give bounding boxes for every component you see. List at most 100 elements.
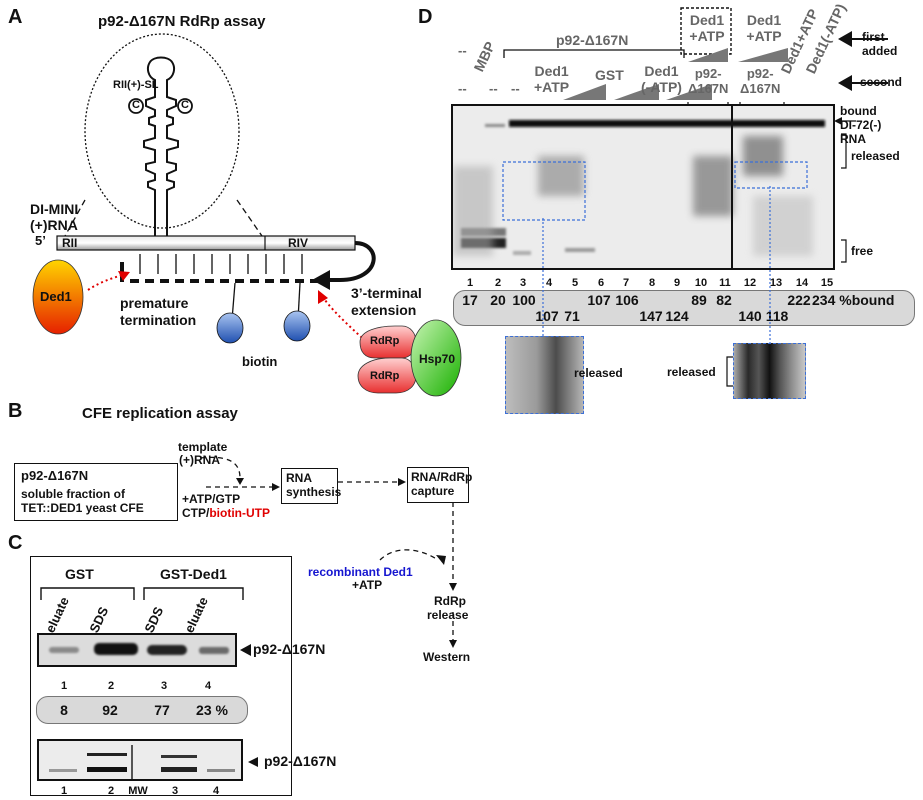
band2-lane3-b xyxy=(161,767,197,772)
capture-line2: capture xyxy=(411,484,455,498)
panel-c-frame xyxy=(30,556,292,796)
zoom-left xyxy=(505,336,584,414)
d-pct-top-7: 82 xyxy=(716,292,732,308)
c2-lane-num-2: 2 xyxy=(107,785,115,797)
d-p92-label: p92-Δ167N xyxy=(556,32,629,48)
rna-gel-bands xyxy=(453,106,825,268)
rna-gel xyxy=(451,104,835,270)
d-ded1minus: Ded1 (-ATP) xyxy=(641,63,682,95)
band2-lane4 xyxy=(207,769,235,772)
band-lane1 xyxy=(49,647,79,653)
biotin-label: biotin xyxy=(242,354,278,369)
atp-label: +ATP xyxy=(352,578,383,592)
d-p92-second-b-1: p92- xyxy=(746,66,774,81)
c-lane-num-1: 1 xyxy=(60,680,68,692)
c2-lane-num-mw: MW xyxy=(128,785,148,797)
d-dash-first: -- xyxy=(458,43,467,58)
biotin-left xyxy=(216,312,244,344)
d-ded1atp-box: Ded1 +ATP xyxy=(684,12,730,44)
band2-lane2-a xyxy=(87,753,127,756)
d-pct-bottom-2: 71 xyxy=(564,308,580,324)
d-pct-top-4: 107 xyxy=(587,292,611,308)
d-second-dash-2: -- xyxy=(489,81,498,96)
d-lane-12: 12 xyxy=(743,277,757,289)
d-pct-top-6: 89 xyxy=(691,292,707,308)
synthesis-line1: RNA xyxy=(286,471,312,485)
d-pct-top-1: 17 xyxy=(462,292,478,308)
d-ded1minus-2: (-ATP) xyxy=(641,79,682,95)
synthesis-box: RNA synthesis xyxy=(281,468,342,504)
western-label: Western xyxy=(423,650,471,664)
d-ded1atp-box-1: Ded1 xyxy=(689,12,725,28)
release-label-1: RdRp xyxy=(434,594,466,608)
d-bound-3: RNA xyxy=(840,132,866,146)
d-pct-bottom-4: 124 xyxy=(665,308,689,324)
panel-c-letter: C xyxy=(8,532,23,554)
d-lane-2: 2 xyxy=(494,277,502,289)
c-lane-num-4: 4 xyxy=(204,680,212,692)
d-bound-1: bound xyxy=(840,104,877,118)
d-bound-label: bound DI-72(-) RNA xyxy=(840,104,881,146)
hsp70-label: Hsp70 xyxy=(419,352,456,366)
extension-label-1: 3’-terminal xyxy=(351,285,422,301)
band-lane4 xyxy=(199,647,229,654)
rdrp-label-1: RdRp xyxy=(370,335,400,347)
ntp-ctp: CTP/ xyxy=(182,506,210,520)
d-gst-label: GST xyxy=(595,67,624,83)
zoom-right-label: released xyxy=(667,365,716,379)
ntp-label-1: +ATP/GTP xyxy=(182,492,241,506)
band2-lane2-b xyxy=(87,767,127,772)
synthesis-line2: synthesis xyxy=(286,485,342,499)
template-label-1: template xyxy=(178,440,228,454)
d-lane-14: 14 xyxy=(795,277,809,289)
d-pct-bottom-6: 118 xyxy=(765,308,789,324)
d-p92-second-b: p92- Δ167N xyxy=(740,66,780,96)
panel-b-title: CFE replication assay xyxy=(82,405,238,422)
d-pct-top-5: 106 xyxy=(615,292,639,308)
capture-line1: RNA/RdRp xyxy=(411,470,473,484)
d-p92-second-b-2: Δ167N xyxy=(740,81,781,96)
riv-label: RIV xyxy=(288,236,309,250)
ntp-label-2: CTP/biotin-UTP xyxy=(182,506,270,520)
d-ded1minus-1: Ded1 xyxy=(644,63,679,79)
c-label-1: C xyxy=(132,99,140,111)
c-pct-2: 92 xyxy=(102,702,118,718)
d-lane-10: 10 xyxy=(694,277,708,289)
d-pct-bottom-5: 140 xyxy=(738,308,762,324)
d-lane-8: 8 xyxy=(648,277,656,289)
five-prime-label: 5’ xyxy=(35,233,46,248)
extension-label-2: extension xyxy=(351,302,417,318)
d-lane-5: 5 xyxy=(571,277,579,289)
stemloop-label: RII(+)-SL xyxy=(113,79,159,91)
d-lane-3: 3 xyxy=(519,277,527,289)
d-p92-second-a-2: Δ167N xyxy=(688,81,729,96)
ntp-biotin-utp: biotin-UTP xyxy=(209,506,270,520)
cfe-box-line3: TET::DED1 yeast CFE xyxy=(21,501,144,515)
d-second-dash-3: -- xyxy=(511,81,520,96)
d-first-added-2: added xyxy=(862,44,898,58)
d-ded1atp-second-2: +ATP xyxy=(534,79,570,95)
release-label-2: release xyxy=(427,608,469,622)
western-blot-top xyxy=(37,633,237,667)
d-second-dash-1: -- xyxy=(458,81,467,96)
d-lane-4: 4 xyxy=(545,277,553,289)
c-lane-num-3: 3 xyxy=(160,680,168,692)
d-percent-pill xyxy=(453,290,915,326)
c-pct-4: 23 % xyxy=(196,702,228,718)
band2-mw xyxy=(131,745,133,779)
d-ded1atp-second: Ded1 +ATP xyxy=(534,63,569,95)
band-lane3 xyxy=(147,645,187,655)
d-first-added: first added xyxy=(862,30,897,58)
d-lane-7: 7 xyxy=(622,277,630,289)
template-label-2: (+)RNA xyxy=(179,453,220,467)
d-pct-bottom-1: 107 xyxy=(535,308,559,324)
c2-lane-num-3: 3 xyxy=(171,785,179,797)
d-pct-top-8: 222 xyxy=(787,292,811,308)
rii-label: RII xyxy=(62,236,78,250)
c-pct-1: 8 xyxy=(60,702,68,718)
c2-lane-num-4: 4 xyxy=(212,785,220,797)
band2-lane1 xyxy=(49,769,77,772)
c-pct-3: 77 xyxy=(154,702,170,718)
